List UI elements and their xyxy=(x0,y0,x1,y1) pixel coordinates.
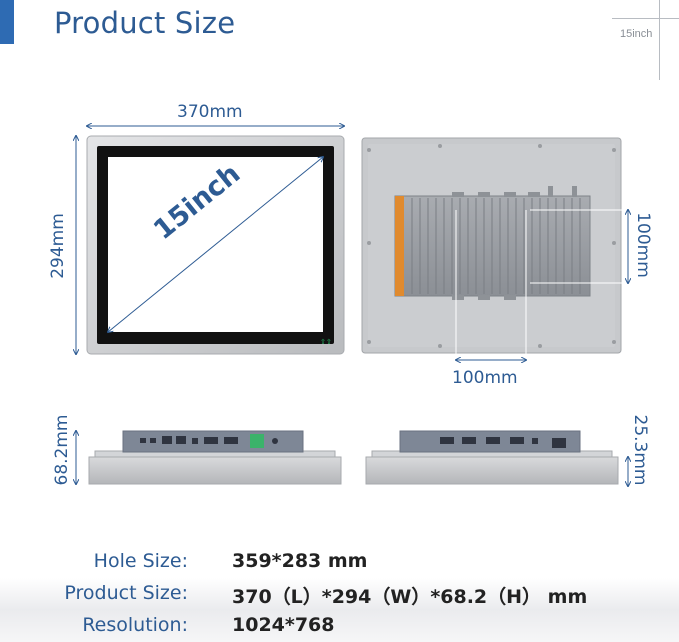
svg-text:⇧⇧: ⇧⇧ xyxy=(320,338,332,346)
side-view-left xyxy=(88,430,342,485)
front-height-label: 294mm xyxy=(48,213,68,279)
spec-value: 1024*768 xyxy=(232,614,335,636)
front-width-label: 370mm xyxy=(177,102,243,122)
spec-value: 370（L）*294（W）*68.2（H） mm xyxy=(232,586,588,608)
page-title: Product Size xyxy=(54,6,236,40)
diagonal-dimension-line xyxy=(108,157,323,332)
spec-row-hole-size: Hole Size: 359*283 mm xyxy=(0,546,679,580)
spec-row-resolution: Resolution: 1024*768 xyxy=(0,610,679,642)
spec-shade-band xyxy=(0,578,679,642)
spec-label: Product Size: xyxy=(64,582,188,604)
corner-size-label: 15inch xyxy=(620,28,653,40)
spec-label: Resolution: xyxy=(82,614,188,636)
spec-value: 359*283 mm xyxy=(232,550,368,572)
title-accent-bar xyxy=(0,0,14,44)
side-view-right xyxy=(365,430,619,485)
corner-line-horizontal xyxy=(612,18,679,19)
vesa-horizontal-label: 100mm xyxy=(452,368,518,388)
spec-label: Hole Size: xyxy=(93,550,188,572)
product-diagram: ⇧⇧ xyxy=(0,0,631,540)
left-depth-label: 68.2mm xyxy=(52,414,72,486)
vesa-vertical-label: 100mm xyxy=(633,212,653,278)
rear-panel xyxy=(361,137,622,354)
right-depth-label: 25.3mm xyxy=(630,414,650,486)
corner-line-vertical xyxy=(659,0,660,80)
spec-row-product-size: Product Size: 370（L）*294（W）*68.2（H） mm xyxy=(0,578,679,612)
